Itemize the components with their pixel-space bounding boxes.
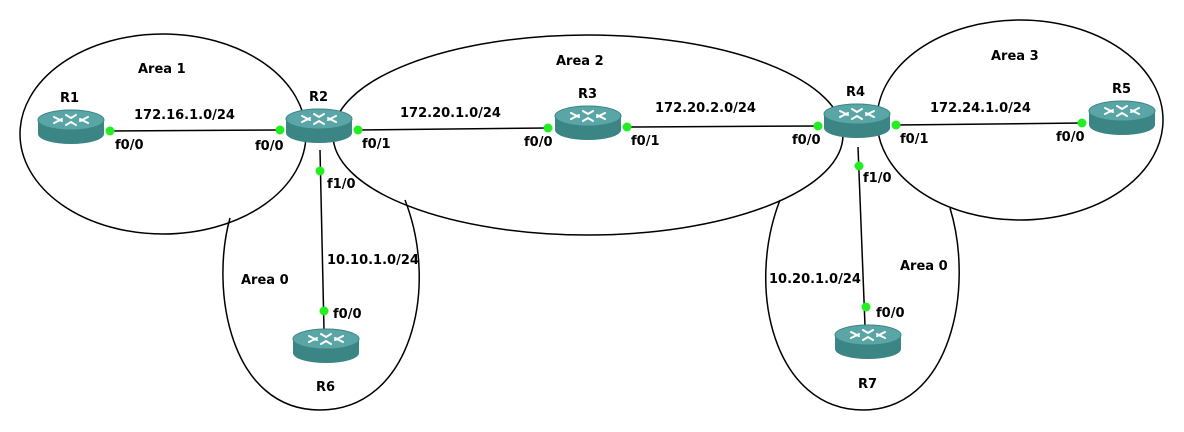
port-dot (813, 121, 823, 131)
area-0-left-boundary (222, 199, 420, 411)
router-r6[interactable] (292, 328, 360, 364)
port-dot (854, 161, 864, 171)
interface-label-r7-f0-0: f0/0 (876, 306, 905, 321)
link-r3-r4 (626, 125, 819, 128)
router-r4[interactable] (823, 103, 891, 139)
area-1-label: Area 1 (138, 62, 186, 77)
router-r6-label: R6 (316, 380, 335, 395)
link-r2-r3 (357, 127, 549, 131)
port-dot (543, 123, 553, 133)
router-r2-label: R2 (309, 90, 328, 105)
network-label-r2-r6: 10.10.1.0/24 (327, 253, 419, 268)
area-3-label: Area 3 (991, 49, 1039, 64)
router-icon (834, 324, 902, 360)
router-r7[interactable] (834, 324, 902, 360)
router-icon (823, 103, 891, 139)
port-dots (105, 118, 1087, 316)
router-r3[interactable] (554, 105, 622, 141)
link-r1-r2 (109, 129, 281, 132)
interface-label-r5-f0-0: f0/0 (1056, 130, 1085, 145)
router-r2[interactable] (285, 108, 353, 144)
network-label-r4-r5: 172.24.1.0/24 (930, 101, 1031, 116)
interface-label-r6-f0-0: f0/0 (333, 307, 362, 322)
area-0-left-label: Area 0 (241, 273, 289, 288)
router-r4-label: R4 (846, 85, 865, 100)
port-dot (315, 166, 325, 176)
interface-label-r2-f0-1: f0/1 (362, 137, 391, 152)
port-dot (319, 306, 329, 316)
router-r5[interactable] (1088, 100, 1156, 136)
link-r2-r6 (319, 149, 325, 331)
interface-label-r4-f0-1: f0/1 (900, 132, 929, 147)
router-icon (554, 105, 622, 141)
area-0-right-boundary (764, 199, 960, 411)
network-label-r2-r3: 172.20.1.0/24 (400, 106, 501, 121)
interface-label-r1-f0-0: f0/0 (115, 138, 144, 153)
network-label-r1-r2: 172.16.1.0/24 (134, 108, 235, 123)
port-dot (1077, 118, 1087, 128)
network-label-r4-r7: 10.20.1.0/24 (769, 272, 861, 287)
router-icon (1088, 100, 1156, 136)
router-r3-label: R3 (578, 87, 597, 102)
interface-label-r4-f1-0: f1/0 (863, 171, 892, 186)
port-dot (891, 120, 901, 130)
link-r4-r7 (857, 146, 866, 327)
port-dot (105, 126, 115, 136)
router-icon (285, 108, 353, 144)
area-0-right-label: Area 0 (900, 259, 948, 274)
port-dot (275, 125, 285, 135)
interface-label-r2-f1-0: f1/0 (327, 177, 356, 192)
router-r1[interactable] (37, 109, 105, 145)
router-r1-label: R1 (60, 91, 79, 106)
interface-label-r3-f0-1: f0/1 (631, 134, 660, 149)
port-dot (353, 125, 363, 135)
router-icon (37, 109, 105, 145)
router-r7-label: R7 (858, 377, 877, 392)
network-label-r3-r4: 172.20.2.0/24 (655, 101, 756, 116)
link-r4-r5 (895, 122, 1083, 126)
interface-label-r4-f0-0: f0/0 (792, 133, 821, 148)
interface-label-r3-f0-0: f0/0 (524, 135, 553, 150)
port-dot (622, 122, 632, 132)
interface-label-r2-f0-0: f0/0 (255, 139, 284, 154)
router-icon (292, 328, 360, 364)
router-r5-label: R5 (1112, 82, 1131, 97)
port-dot (861, 302, 871, 312)
area-2-label: Area 2 (556, 54, 604, 69)
